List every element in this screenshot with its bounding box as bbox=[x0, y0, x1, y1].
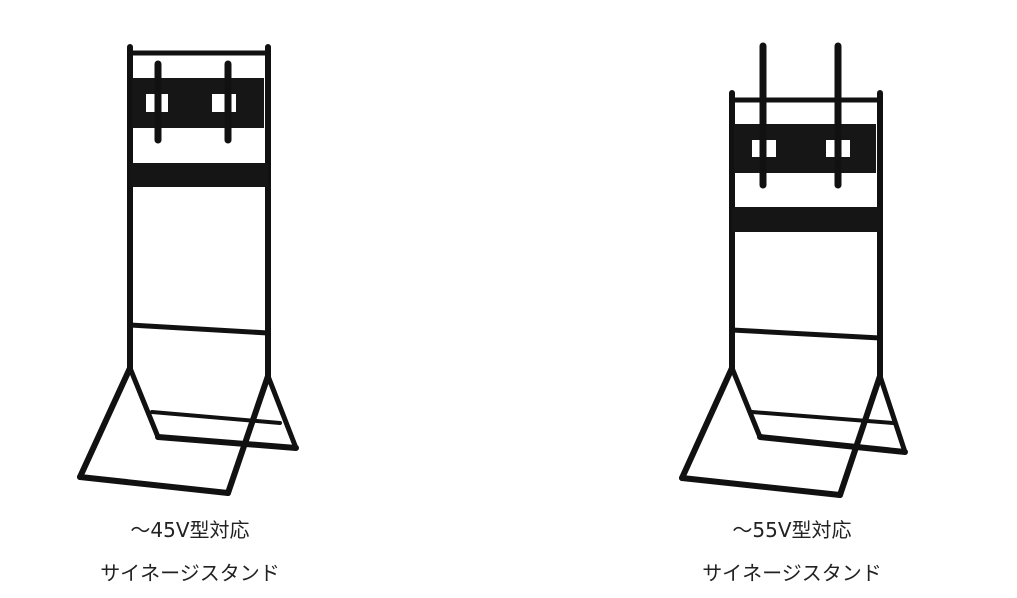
product-size-label: ～55V型対応 bbox=[732, 518, 852, 542]
product-name: サイネージスタンド bbox=[100, 561, 280, 585]
product-size-label: ～45V型対応 bbox=[130, 518, 250, 542]
stand-45v-image bbox=[77, 44, 299, 496]
product-name: サイネージスタンド bbox=[702, 561, 882, 585]
stand-55v-image bbox=[679, 42, 908, 498]
